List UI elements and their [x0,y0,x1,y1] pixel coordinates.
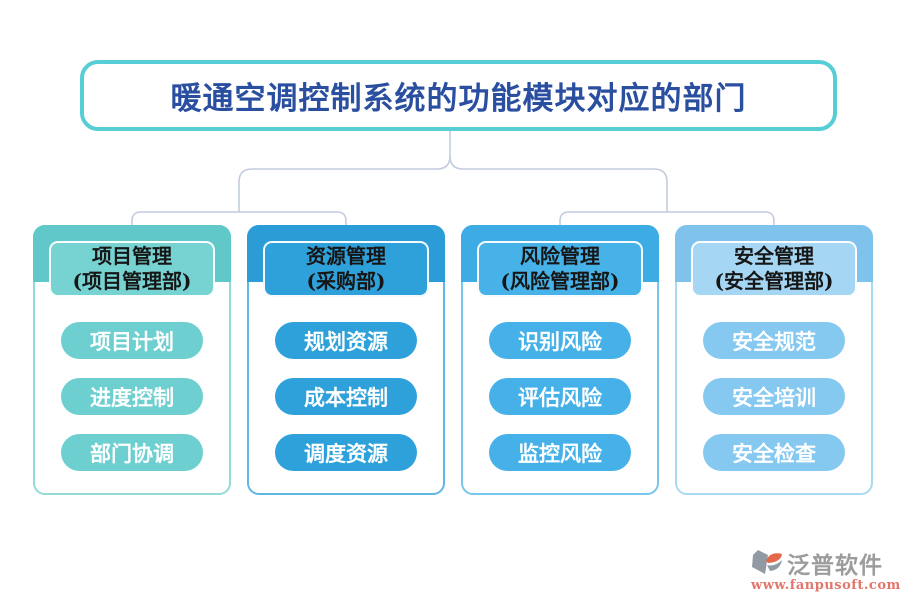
card-header-box: 项目管理 (项目管理部) [49,241,215,297]
module-name: 安全管理 [734,244,814,268]
module-item: 安全培训 [703,378,845,415]
module-item: 评估风险 [489,378,631,415]
module-name: 风险管理 [520,244,600,268]
module-name: 项目管理 [92,244,172,268]
module-item: 识别风险 [489,322,631,359]
module-item: 监控风险 [489,434,631,471]
module-dept: (采购部) [306,269,386,293]
card-header-box: 安全管理 (安全管理部) [691,241,857,297]
module-item: 进度控制 [61,378,203,415]
card-header-box: 风险管理 (风险管理部) [477,241,643,297]
fanpu-logo-text: 泛普软件 [787,552,883,579]
fanpu-logo: 泛普软件 www.fanpusoft.com [751,546,900,593]
module-name: 资源管理 [306,244,386,268]
module-item: 项目计划 [61,322,203,359]
module-item: 规划资源 [275,322,417,359]
connector-bracket-left [131,211,347,227]
connector-bracket-right [559,211,775,227]
diagram-title-text: 暖通空调控制系统的功能模块对应的部门 [170,81,747,117]
module-dept: (安全管理部) [714,269,834,293]
module-dept: (项目管理部) [72,269,192,293]
module-dept: (风险管理部) [500,269,620,293]
module-item: 成本控制 [275,378,417,415]
module-item: 安全规范 [703,322,845,359]
fanpu-logo-icon [752,550,782,574]
fanpu-logo-url: www.fanpusoft.com [751,578,900,593]
module-item: 调度资源 [275,434,417,471]
diagram-title: 暖通空调控制系统的功能模块对应的部门 [80,60,837,131]
module-card-project-management: 项目管理 (项目管理部) 项目计划 进度控制 部门协调 [33,225,231,495]
connector-branch-right [449,155,668,213]
module-card-resource-management: 资源管理 (采购部) 规划资源 成本控制 调度资源 [247,225,445,495]
card-header-box: 资源管理 (采购部) [263,241,429,297]
connector-branch-left [238,130,451,213]
module-item: 安全检查 [703,434,845,471]
module-card-safety-management: 安全管理 (安全管理部) 安全规范 安全培训 安全检查 [675,225,873,495]
module-item: 部门协调 [61,434,203,471]
module-card-risk-management: 风险管理 (风险管理部) 识别风险 评估风险 监控风险 [461,225,659,495]
